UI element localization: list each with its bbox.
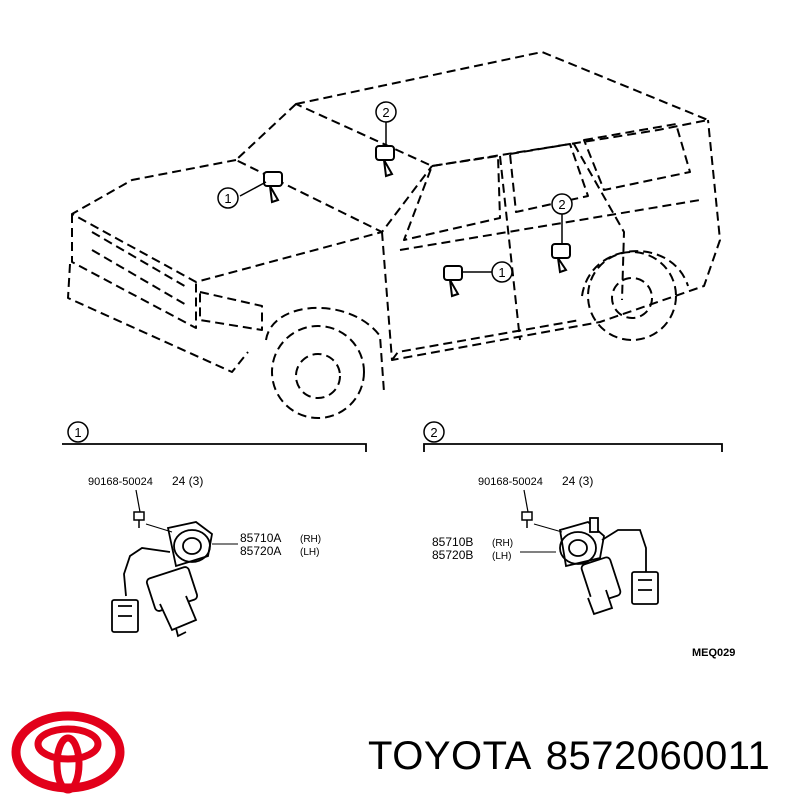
callout-number: 1 [224,191,231,206]
toyota-logo-icon [11,711,125,794]
section-1: 1 90168-50024 24 (3) 85710A (RH) 85 [62,421,367,638]
section-2-bolt-part: 90168-50024 [478,476,543,488]
motor-location-front-left [263,171,283,204]
section-2-side-lh: (LH) [492,551,511,562]
callout-front-left: 1 [217,187,239,209]
brand-name: TOYOTA [368,734,532,778]
brand-line: TOYOTA 8572060011 [368,734,770,779]
section-2: 2 90168-50024 24 (3) 85710B (RH) 85720B … [423,421,723,616]
vehicle-windshield [235,103,433,233]
callout-number: 2 [558,197,565,212]
part-number: 8572060011 [545,734,771,778]
callout-rear-left: 2 [375,101,397,123]
motor-locations [263,145,571,298]
section-2-marker: 2 [430,425,437,440]
section-1-bolt-icon [133,511,145,528]
vehicle-front-wheel [271,325,365,419]
vehicle-headlight [199,291,263,331]
callout-rear-right: 2 [551,193,573,215]
callout-leaders [239,122,563,273]
section-1-bolt-part: 90168-50024 [88,476,153,488]
section-1-marker: 1 [74,425,81,440]
section-2-motor-part-rh: 85710B [432,535,473,549]
vehicle-grille [71,214,197,329]
callout-number: 1 [498,265,505,280]
section-1-motor-part-rh: 85710A [240,531,281,545]
section-1-side-rh: (RH) [300,534,321,545]
section-2-window-motor-icon [558,517,659,616]
motor-location-front-right [443,265,463,298]
vehicle-front-wheel-arch [265,306,385,393]
vehicle-side-body [381,119,721,361]
vehicle-hood [71,159,383,283]
callout-number: 2 [382,105,389,120]
section-2-motor-part-lh: 85720B [432,548,473,562]
section-1-window-motor-icon [111,521,213,638]
callout-front-right: 1 [491,261,513,283]
vehicle-rear-wheel [587,251,677,341]
section-1-bolt-torque: 24 (3) [172,474,203,488]
vehicle-front-window [403,155,501,241]
section-1-bracket [62,443,367,452]
motor-location-rear-right [551,243,571,274]
vehicle-quarter-window [583,123,691,191]
vehicle-rear-window [509,143,589,213]
section-1-motor-part-lh: 85720A [240,544,281,558]
vehicle-illustration [67,51,721,419]
vehicle-bumper [67,263,249,373]
section-1-side-lh: (LH) [300,547,319,558]
section-2-bolt-icon [521,511,533,528]
diagram-code: MEQ029 [692,647,735,659]
section-2-bolt-torque: 24 (3) [562,474,593,488]
vehicle-roof [295,51,709,167]
section-2-bracket [423,443,723,452]
section-2-side-rh: (RH) [492,538,513,549]
vehicle-rear-wheel-arch [581,250,689,297]
motor-location-rear-left [375,145,395,178]
